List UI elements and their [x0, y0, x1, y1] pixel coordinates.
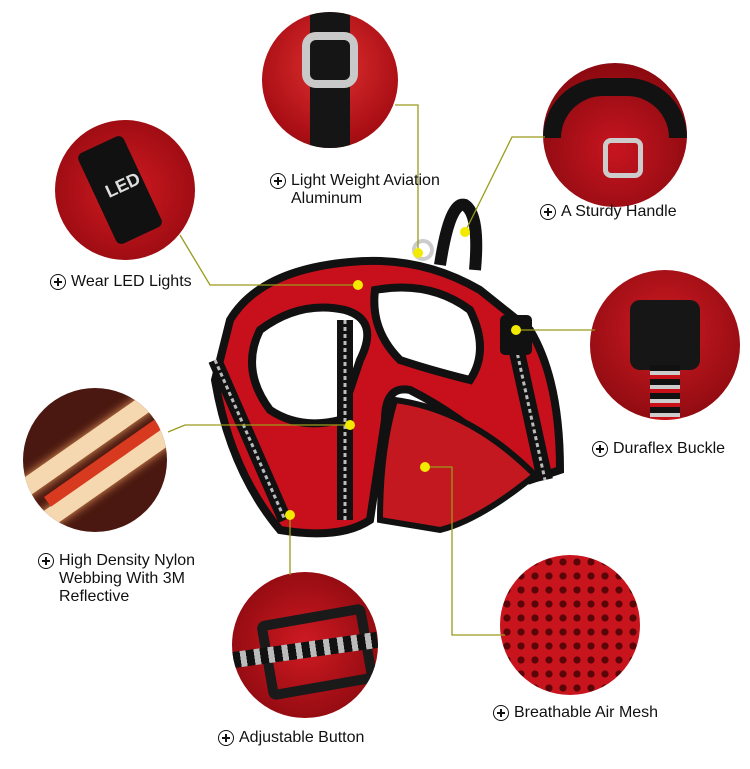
detail-handle-photo	[543, 63, 687, 207]
detail-button-photo	[232, 572, 378, 718]
label-line: A Sturdy Handle	[561, 203, 677, 220]
detail-aluminum-ring-photo	[262, 12, 398, 148]
label-handle: A Sturdy Handle	[540, 203, 677, 221]
callout-dot	[285, 510, 295, 520]
callout-dot	[420, 462, 430, 472]
label-line: High Density Nylon	[59, 552, 196, 569]
callout-dot	[353, 280, 363, 290]
label-line: Wear LED Lights	[71, 273, 192, 290]
callout-dot	[511, 325, 521, 335]
plus-circle-icon	[540, 204, 556, 220]
label-button: Adjustable Button	[218, 729, 364, 747]
callout-dot	[460, 227, 470, 237]
label-mesh: Breathable Air Mesh	[493, 704, 658, 722]
label-line: Duraflex Buckle	[613, 440, 726, 457]
plus-circle-icon	[38, 553, 54, 569]
plus-circle-icon	[218, 730, 234, 746]
callout-dot	[413, 248, 423, 258]
harness	[208, 198, 565, 538]
detail-buckle-photo	[590, 270, 740, 420]
detail-mesh-photo	[500, 555, 640, 695]
plus-circle-icon	[50, 274, 66, 290]
detail-led-photo: LED	[55, 120, 195, 260]
label-line: Breathable Air Mesh	[514, 704, 659, 721]
plus-circle-icon	[493, 705, 509, 721]
label-line: Reflective	[59, 588, 130, 605]
label-line: Light Weight Aviation	[291, 172, 440, 189]
callout-dot	[345, 420, 355, 430]
detail-reflective-webbing-photo	[23, 388, 167, 532]
label-line: Webbing With 3M	[59, 570, 185, 587]
label-buckle: Duraflex Buckle	[592, 440, 725, 458]
label-line: Adjustable Button	[239, 729, 365, 746]
plus-circle-icon	[270, 173, 286, 189]
label-line: Aluminum	[291, 190, 363, 207]
plus-circle-icon	[592, 441, 608, 457]
leader-lines	[167, 104, 595, 636]
callout-dots	[285, 227, 521, 520]
label-led: Wear LED Lights	[50, 273, 192, 291]
